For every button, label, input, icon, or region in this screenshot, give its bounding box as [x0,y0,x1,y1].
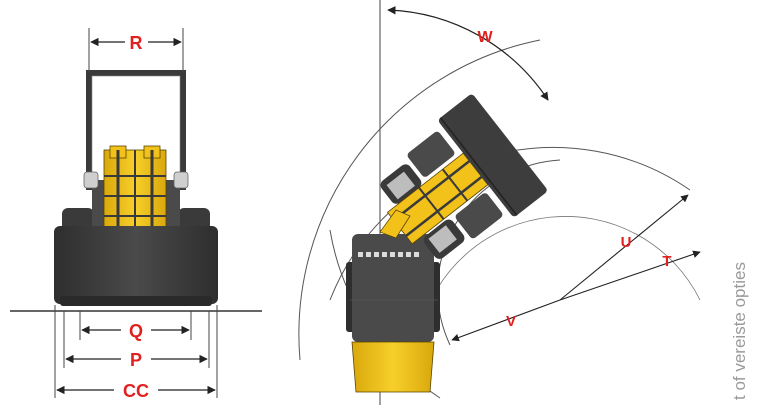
label-p: P [130,350,142,370]
engine-vents [358,252,419,257]
front-bucket [438,94,547,217]
label-u: U [621,234,632,251]
left-light [83,171,99,189]
label-t: T [662,253,671,270]
u-radius-line [559,194,689,301]
label-q: Q [129,321,143,341]
rear-frame [346,234,440,393]
w-dim-arc [387,6,549,101]
right-light [173,171,189,189]
inner-arc-secondary [419,216,701,331]
tyre-base [60,296,212,306]
front-frame-articulated [380,94,547,259]
rear-counterweight [351,341,435,393]
articulation-joint [379,209,411,239]
front-view: R Q P CC [10,28,262,401]
turning-view: W U T V [298,0,701,405]
front-axle-tyres [54,226,218,304]
label-r: R [130,33,143,53]
side-caption: t of vereiste opties [730,262,749,400]
t-radius-line [559,250,701,301]
label-cc: CC [123,381,149,401]
lift-mast [103,145,167,239]
v-radius-line [451,299,561,342]
label-w: W [477,29,493,46]
label-v: V [506,313,516,330]
rear-engine-body [352,234,434,342]
